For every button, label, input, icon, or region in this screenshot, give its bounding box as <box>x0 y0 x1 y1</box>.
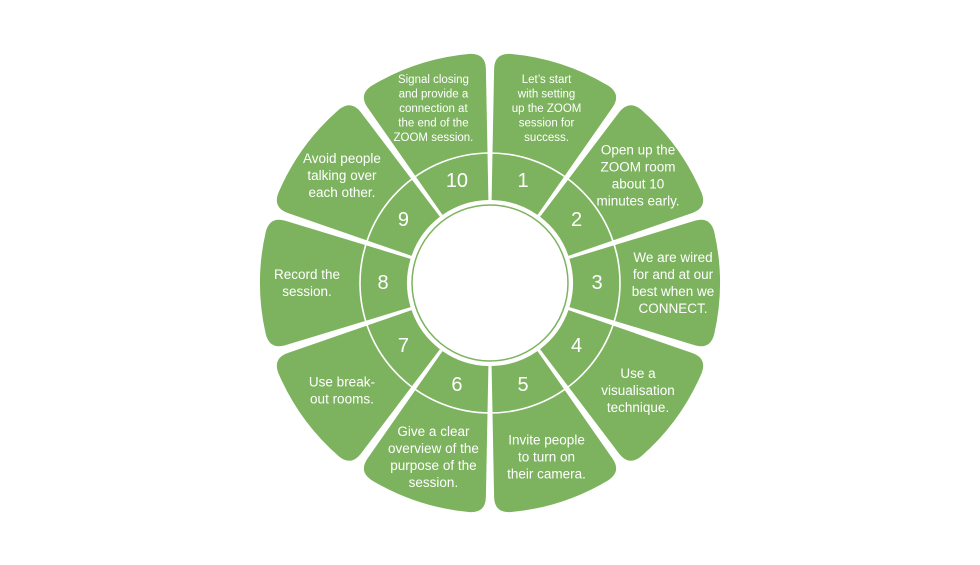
step-text-line: session for <box>519 117 575 129</box>
inner-ring-divider <box>359 152 621 414</box>
step-text-line: best when we <box>632 284 715 299</box>
step-text-8: Record the session. <box>274 267 340 299</box>
step-number-3: 3 <box>591 272 602 294</box>
step-text-line: purpose of the <box>390 458 476 473</box>
cycle-segment-8 <box>260 219 411 347</box>
cycle-segment-2 <box>540 105 704 256</box>
cycle-segment-3 <box>569 219 720 347</box>
step-text-5: Invite people to turn on their camera. <box>507 433 586 482</box>
step-text-line: and provide a <box>399 88 469 100</box>
step-text-3: We are wired for and at our best when we CO… <box>632 250 715 316</box>
step-text-line: talking over <box>307 168 377 183</box>
step-text-line: Use break- <box>309 375 375 390</box>
step-text-line: session. <box>409 475 459 490</box>
step-text-line: overview of the <box>388 441 479 456</box>
step-text-line: ZOOM session. <box>394 132 474 144</box>
step-text-line: technique. <box>607 400 669 415</box>
step-number-4: 4 <box>571 335 582 357</box>
step-number-10: 10 <box>446 170 468 192</box>
cycle-segment-1 <box>491 53 617 215</box>
cycle-segment-6 <box>363 351 489 513</box>
step-number-5: 5 <box>517 374 528 396</box>
step-text-line: the end of the <box>398 117 468 129</box>
step-number-7: 7 <box>398 335 409 357</box>
step-text-10: Signal closing and provide a connection at… <box>394 74 474 144</box>
cycle-segment-10 <box>363 53 489 215</box>
center-circle <box>411 204 569 362</box>
cycle-segment-4 <box>540 310 704 461</box>
step-number-8: 8 <box>377 272 388 294</box>
step-text-line: out rooms. <box>310 392 374 407</box>
step-text-line: Let’s start <box>522 74 572 86</box>
step-text-7: Use break-out rooms. <box>309 375 375 407</box>
step-text-line: Avoid people <box>303 151 381 166</box>
step-text-line: CONNECT. <box>638 301 707 316</box>
step-text-line: about 10 <box>612 176 665 191</box>
step-text-line: session. <box>282 284 332 299</box>
step-text-line: visualisation <box>601 383 675 398</box>
step-text-6: Give a clear overview of the purpose of th… <box>388 424 479 490</box>
step-text-line: Open up the <box>601 142 675 157</box>
step-text-line: for and at our <box>633 267 714 282</box>
step-text-line: We are wired <box>633 250 712 265</box>
step-text-line: Signal closing <box>398 74 469 86</box>
step-number-2: 2 <box>571 209 582 231</box>
step-number-6: 6 <box>451 374 462 396</box>
step-text-line: to turn on <box>518 450 575 465</box>
step-text-line: connection at <box>399 103 468 115</box>
step-text-9: Avoid people talking over each other. <box>303 151 381 200</box>
step-number-1: 1 <box>517 170 528 192</box>
step-number-9: 9 <box>398 209 409 231</box>
step-text-line: success. <box>524 132 569 144</box>
cycle-segment-5 <box>491 351 617 513</box>
step-text-line: minutes early. <box>597 193 680 208</box>
cycle-segment-9 <box>276 105 440 256</box>
step-text-line: Invite people <box>508 433 585 448</box>
step-text-line: ZOOM room <box>601 159 676 174</box>
step-text-4: Use a visualisation technique. <box>601 366 675 415</box>
step-text-line: Use a <box>620 366 656 381</box>
step-text-line: their camera. <box>507 467 586 482</box>
step-text-1: Let’s start with setting up the ZOOM sessio… <box>512 74 582 144</box>
cycle-segment-7 <box>276 310 440 461</box>
step-text-line: Give a clear <box>397 424 470 439</box>
step-text-line: with setting <box>517 88 576 100</box>
step-text-line: each other. <box>309 185 376 200</box>
step-text-line: up the ZOOM <box>512 103 582 115</box>
step-text-line: Record the <box>274 267 340 282</box>
